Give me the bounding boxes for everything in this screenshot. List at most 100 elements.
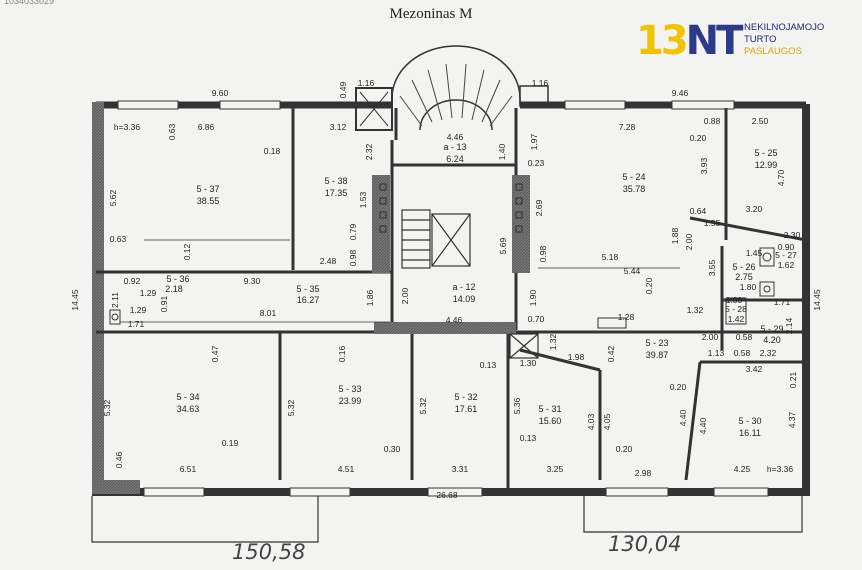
stair-steps <box>399 63 513 127</box>
dimension-label: 1.71 <box>774 297 791 307</box>
room-label: 5 - 26 <box>732 262 755 272</box>
dimension-label: 2.30 <box>784 230 801 240</box>
dimension-label: 0.79 <box>348 223 358 240</box>
dimension-label: 5.36 <box>512 397 522 414</box>
room-label: 5 - 37 <box>196 184 219 194</box>
dimension-label: 0.63 <box>167 123 177 140</box>
dimension-label: 0.58 <box>734 348 751 358</box>
dimension-label: 8.01 <box>260 308 277 318</box>
room-area: 17.35 <box>325 188 348 198</box>
logo-words: NEKILNOJAMOJO TURTO PASLAUGOS <box>744 22 824 58</box>
fixtures <box>109 247 775 329</box>
dimension-label: 5.62 <box>108 189 118 206</box>
dimension-label: 1.28 <box>618 312 635 322</box>
dimension-label: 1.00 <box>726 295 743 305</box>
logo-line: NEKILNOJAMOJO <box>744 22 825 33</box>
dimension-label: 1.16 <box>358 78 375 88</box>
dimension-label: 0.18 <box>264 146 281 156</box>
dimension-label: 0.13 <box>480 360 497 370</box>
dimension-label: 0.16 <box>337 345 347 362</box>
dimension-label: 1.55 <box>704 218 721 228</box>
shaft <box>509 333 539 359</box>
dimension-label: 0.13 <box>520 433 537 443</box>
room-area: 6.24 <box>446 154 464 164</box>
window <box>427 487 483 497</box>
interior-walls <box>96 108 807 492</box>
dimension-label: 0.98 <box>538 245 548 262</box>
dimension-label: 4.37 <box>787 411 797 428</box>
room-area: 34.63 <box>177 404 200 414</box>
dimension-label: 1.40 <box>497 143 507 160</box>
tower-shaft <box>519 85 549 107</box>
tower-arc-inner <box>419 99 493 131</box>
dimension-label: 1.32 <box>548 333 558 350</box>
dimension-label: 4.51 <box>338 464 355 474</box>
room-area: 16.27 <box>297 295 320 305</box>
corner-column <box>92 102 104 494</box>
room-label: 5 - 31 <box>538 404 561 414</box>
room-labels: 5 - 37 38.55 5 - 38 17.35 a - 13 6.24 5 … <box>165 142 797 438</box>
dimension-label: 5.18 <box>602 252 619 262</box>
dimension-label: 4.46 <box>447 132 464 142</box>
dimension-label: 1.80 <box>740 282 757 292</box>
dimension-label: 0.63 <box>110 234 127 244</box>
stair-tower <box>355 45 549 131</box>
vent-boxes <box>379 183 523 233</box>
room-area: 17.61 <box>455 404 478 414</box>
dimension-label: 1.53 <box>358 191 368 208</box>
dimension-label: 0.49 <box>338 81 348 98</box>
dimension-label: 0.20 <box>644 277 654 294</box>
room-label: 5 - 38 <box>324 176 347 186</box>
core-wall <box>374 322 516 334</box>
room-area: 14.09 <box>453 294 476 304</box>
dimension-label: 1.71 <box>128 319 145 329</box>
window <box>143 487 205 497</box>
dimension-label: 5.32 <box>102 399 112 416</box>
dimension-label: 3.31 <box>452 464 469 474</box>
window <box>289 487 351 497</box>
dimension-label: 3.25 <box>547 464 564 474</box>
dimension-label: 3.42 <box>746 364 763 374</box>
window <box>564 100 626 110</box>
dimension-label: 2.69 <box>534 199 544 216</box>
dimension-label: 0.64 <box>690 206 707 216</box>
dimension-label: 2.14 <box>784 317 794 334</box>
window <box>117 100 179 110</box>
dimension-label: 26.68 <box>436 490 458 500</box>
dimension-label: 9.46 <box>672 88 689 98</box>
room-label: 5 - 28 <box>725 304 747 314</box>
dimension-label: 3.20 <box>746 204 763 214</box>
corner-note: 1034033029 <box>4 0 55 6</box>
windows <box>117 100 769 497</box>
dimension-label: 0.20 <box>616 444 633 454</box>
dimension-label: 1.29 <box>130 305 147 315</box>
room-area: 23.99 <box>339 396 362 406</box>
page-title: Mezoninas M <box>389 6 473 22</box>
dimension-label: 2.00 <box>684 233 694 250</box>
room-label: a - 13 <box>443 142 466 152</box>
dimension-label: 14.45 <box>70 289 80 311</box>
logo-line: TURTO <box>744 34 777 45</box>
logo-mark: 13NT <box>636 18 743 64</box>
dimension-label: 2.00 <box>400 287 410 304</box>
room-area: 15.60 <box>539 416 562 426</box>
dimension-label: 6.51 <box>180 464 197 474</box>
dimension-label: 5.32 <box>418 397 428 414</box>
dimension-label: 4.40 <box>678 409 688 426</box>
dimension-label: 9.30 <box>244 276 261 286</box>
dimension-label: 1.16 <box>532 78 549 88</box>
room-area: 39.87 <box>646 350 669 360</box>
tower-shaft <box>355 87 393 131</box>
dimension-label: 0.58 <box>736 332 753 342</box>
room-label: a - 12 <box>452 282 475 292</box>
room-area: 2.75 <box>735 272 753 282</box>
dimension-label: 5.69 <box>498 237 508 254</box>
room-area: 2.18 <box>165 284 183 294</box>
room-area: 12.99 <box>755 160 778 170</box>
room-label: 5 - 33 <box>338 384 361 394</box>
dimension-label: 1.90 <box>528 289 538 306</box>
dimension-label: 2.98 <box>635 468 652 478</box>
room-area: 1.42 <box>728 314 745 324</box>
room-label: 5 - 23 <box>645 338 668 348</box>
